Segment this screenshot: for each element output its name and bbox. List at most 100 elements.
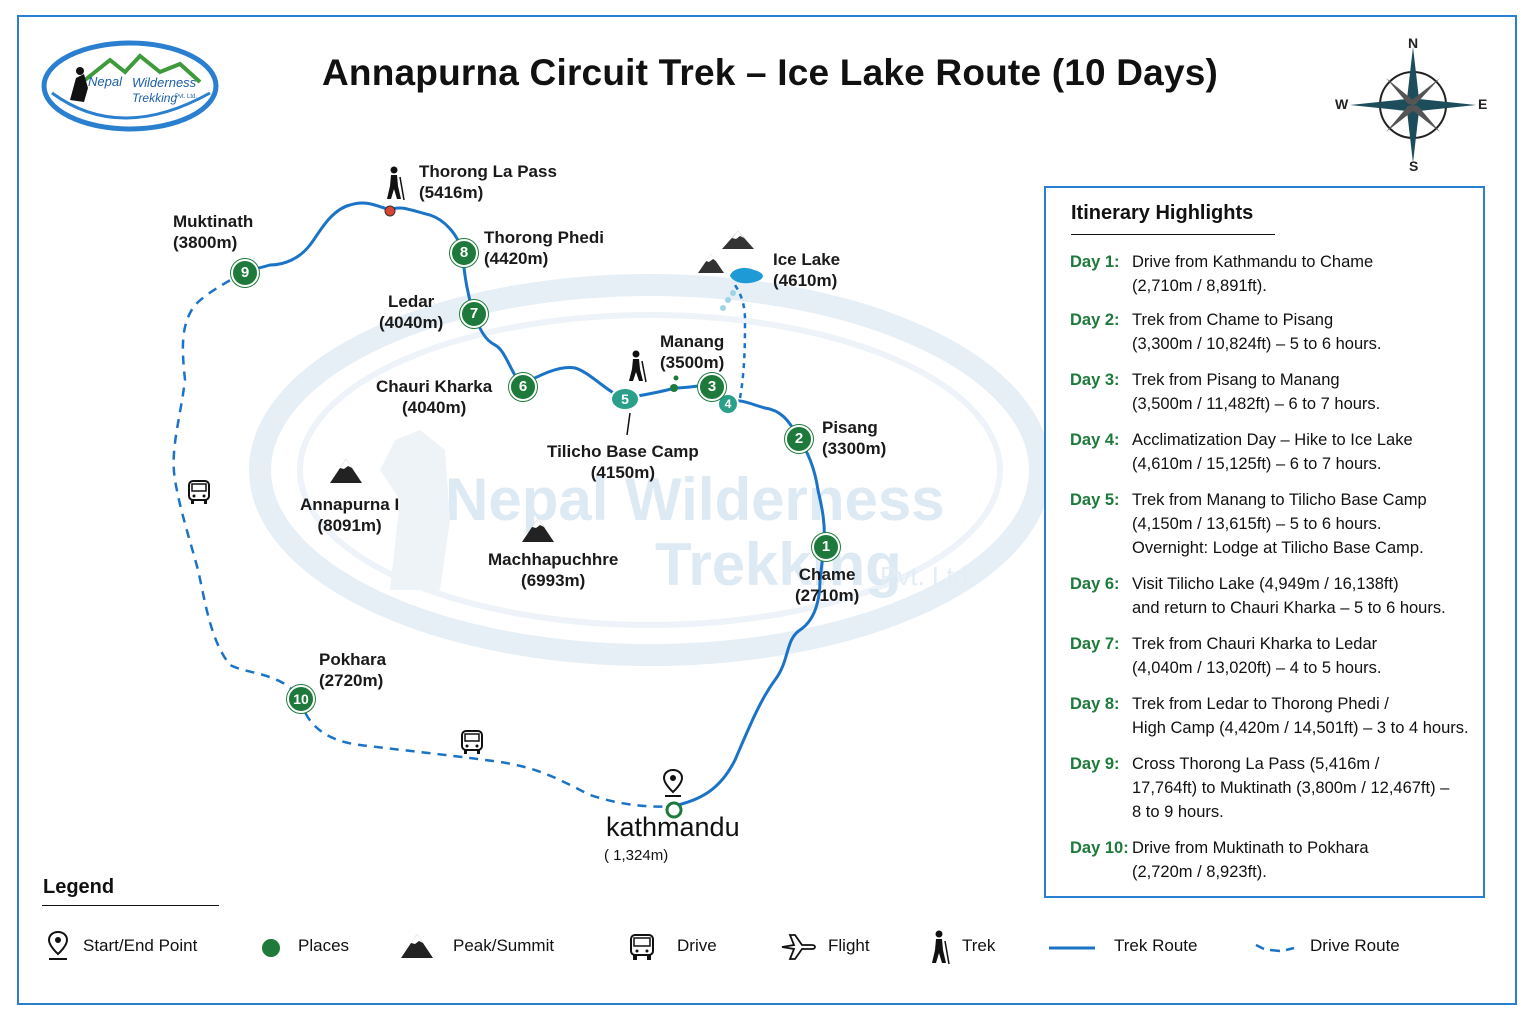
compass-icon — [1350, 47, 1476, 163]
start-end-pin-icon — [662, 768, 684, 797]
itinerary-day-label: Day 1: — [1070, 253, 1120, 271]
stop-marker-10: 10 — [287, 685, 315, 713]
itinerary-day-line: and return to Chauri Kharka – 5 to 6 hou… — [1132, 599, 1446, 617]
itinerary-day-text: Visit Tilicho Lake (4,949m / 16,138ft)an… — [1132, 572, 1446, 620]
itinerary-day-text: Drive from Kathmandu to Chame (2,710m / 8… — [1132, 250, 1373, 298]
itinerary-day-line: Drive from Kathmandu to Chame — [1132, 253, 1374, 271]
itinerary-day-text: Trek from Pisang to Manang(3,500m / 11,4… — [1132, 368, 1380, 416]
label-muktinath: Muktinath(3800m) — [173, 212, 254, 252]
legend-title: Legend — [43, 876, 115, 898]
label-thorong-la-pass: Thorong La Pass(5416m) — [419, 162, 557, 202]
itinerary-day-line: (4,040m / 13,020ft) – 4 to 5 hours. — [1132, 659, 1382, 677]
itinerary-day-line: Trek from Manang to Tilicho Base Camp — [1132, 491, 1427, 509]
logo-word-wilderness: Wilderness — [132, 75, 197, 90]
solid-line-icon — [1049, 946, 1095, 950]
stop-marker-9: 9 — [231, 259, 259, 287]
itinerary-day-line: High Camp (4,420m / 14,501ft) – 3 to 4 h… — [1132, 719, 1469, 737]
legend-trek: Trek — [962, 936, 996, 955]
label-ice-lake: Ice Lake(4610m) — [773, 250, 841, 290]
itinerary-day-text: Trek from Ledar to Thorong Phedi / High C… — [1132, 692, 1469, 740]
legend-drive-route: Drive Route — [1310, 936, 1400, 955]
legend-drive: Drive — [677, 936, 717, 955]
ice-lake-trail — [733, 284, 747, 399]
bus-icon — [461, 730, 483, 754]
logo-word-nepal: Nepal — [88, 74, 122, 89]
itinerary-day-label: Day 10: — [1070, 839, 1129, 857]
itinerary-day-text: Drive from Muktinath to Pokhara(2,720m /… — [1132, 836, 1369, 884]
itinerary-day-line: Cross Thorong La Pass (5,416m / — [1132, 755, 1380, 773]
map-frame — [17, 15, 1517, 1005]
label-annapurna-i: Annapurna I(8091m) — [300, 495, 400, 535]
label-chauri-kharka: Chauri Kharka(4040m) — [376, 377, 493, 417]
legend-flight: Flight — [828, 936, 870, 955]
itinerary-day-label: Day 6: — [1070, 575, 1120, 593]
compass-north: N — [1408, 35, 1419, 51]
legend-places: Places — [298, 936, 350, 955]
itinerary-day-line: Drive from Muktinath to Pokhara — [1132, 839, 1369, 857]
airplane-icon — [781, 934, 816, 960]
logo-emblem — [41, 40, 219, 132]
itinerary-day-label: Day 9: — [1070, 755, 1120, 773]
logo-word-trekking: Trekking — [132, 91, 178, 105]
company-logo: Nepal Wilderness Trekking Pvt. Ltd. — [40, 38, 220, 133]
itinerary-day-line: (4,610m / 15,125ft) – 6 to 7 hours. — [1132, 455, 1382, 473]
hiker-icon — [629, 350, 647, 383]
itinerary-day-line: Trek from Chauri Kharka to Ledar — [1132, 635, 1378, 653]
place-dot-icon — [262, 939, 280, 957]
stop-marker-4: 4 — [724, 397, 732, 411]
label-thorong-phedi: Thorong Phedi(4420m) — [484, 228, 604, 268]
stop-marker-6: 6 — [509, 373, 537, 401]
itinerary-day-line: (3,300m / 10,824ft) – 5 to 6 hours. — [1132, 335, 1382, 353]
itinerary-day-label: Day 7: — [1070, 635, 1120, 653]
start-end-pin-icon — [47, 930, 69, 960]
label-tilicho-base-camp: Tilicho Base Camp(4150m) — [547, 442, 699, 482]
label-kathmandu: kathmandu — [606, 812, 740, 842]
itinerary-day-text: Trek from Chame to Pisang (3,300m / 10,82… — [1132, 308, 1381, 356]
peak-icon — [401, 934, 433, 958]
peak-icon — [330, 459, 362, 483]
legend-start-end: Start/End Point — [83, 936, 198, 955]
stop-marker-7: 7 — [460, 300, 488, 328]
drive-route-muktinath-pokhara — [172, 270, 301, 699]
logo-suffix: Pvt. Ltd. — [175, 94, 198, 100]
compass-south: S — [1409, 158, 1419, 174]
itinerary-day-line: Trek from Chame to Pisang — [1132, 311, 1334, 329]
ice-lake-icon — [730, 268, 763, 284]
bus-icon — [188, 480, 210, 504]
stop-marker-3: 3 — [698, 373, 726, 401]
page-title: Annapurna Circuit Trek – Ice Lake Route … — [322, 52, 1219, 93]
mountain-icon — [698, 231, 754, 273]
itinerary-day-line: Acclimatization Day – Hike to Ice Lake — [1132, 431, 1413, 449]
bus-icon — [630, 934, 654, 960]
itinerary-day-label: Day 4: — [1070, 431, 1120, 449]
itinerary-day-line: Trek from Ledar to Thorong Phedi / — [1132, 695, 1389, 713]
legend-title-rule — [42, 905, 219, 906]
itinerary-day-line: (2,710m / 8,891ft). — [1132, 277, 1267, 295]
itinerary-title-rule — [1071, 234, 1275, 235]
itinerary-day-line: 17,764ft) to Muktinath (3,800m / 12,467f… — [1132, 779, 1450, 797]
itinerary-day-label: Day 3: — [1070, 371, 1120, 389]
itinerary-day-text: Acclimatization Day – Hike to Ice Lake (4… — [1132, 428, 1413, 476]
itinerary-day-text: Trek from Chauri Kharka to Ledar (4,040m … — [1132, 632, 1381, 680]
itinerary-day-line: Trek from Pisang to Manang — [1132, 371, 1340, 389]
itinerary-title: Itinerary Highlights — [1071, 202, 1254, 224]
label-chame: Chame(2710m) — [795, 565, 860, 605]
stop-marker-5: 5 — [621, 391, 629, 407]
hiker-icon — [387, 166, 405, 201]
legend-trek-route: Trek Route — [1114, 936, 1198, 955]
legend-peak: Peak/Summit — [453, 936, 555, 955]
label-ledar: Ledar(4040m) — [379, 292, 444, 332]
label-manang: Manang(3500m) — [660, 332, 725, 372]
itinerary-day-line: (4,150m / 13,615ft) – 5 to 6 hours. — [1132, 515, 1382, 533]
hiker-icon — [932, 930, 950, 965]
itinerary-panel: Itinerary Highlights Day 1: Drive from Ka… — [1044, 186, 1485, 898]
dashed-line-icon — [1255, 943, 1295, 953]
itinerary-day-line: Overnight: Lodge at Tilicho Base Camp. — [1132, 539, 1424, 557]
label-kathmandu-altitude: ( 1,324m) — [604, 847, 669, 864]
label-pisang: Pisang(3300m) — [822, 418, 887, 458]
itinerary-day-label: Day 8: — [1070, 695, 1120, 713]
compass-east: E — [1478, 96, 1488, 112]
stop-marker-8: 8 — [450, 239, 478, 267]
compass-west: W — [1335, 96, 1349, 112]
